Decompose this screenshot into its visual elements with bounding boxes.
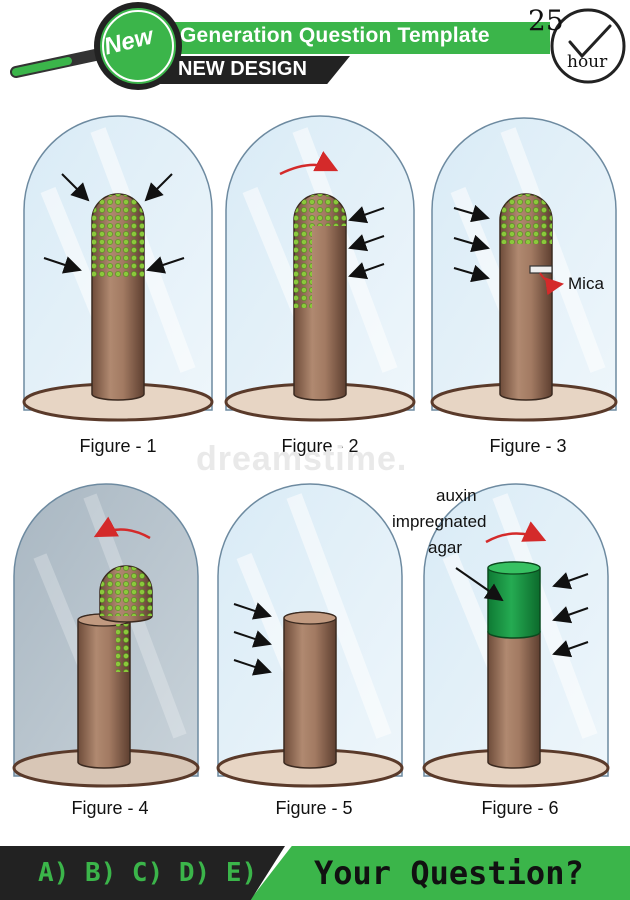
rotation-arrow <box>93 516 151 540</box>
agar-label-line-2: impregnated <box>392 512 487 531</box>
title-banner <box>150 22 550 54</box>
auxin-dots <box>294 194 346 308</box>
figure-caption: Figure - 3 <box>489 436 567 456</box>
answer-options: A) B) C) D) E) <box>38 858 258 888</box>
light-arrows <box>348 206 385 280</box>
figure-2: Figure - 2 <box>220 110 420 470</box>
rotation-arrow <box>485 521 547 544</box>
auxin-dots <box>116 624 130 672</box>
light-arrows <box>552 572 589 658</box>
agar-label-line-3: agar <box>428 538 463 557</box>
clock-icon <box>550 8 626 84</box>
plant-stem <box>91 193 145 401</box>
plant-stem <box>499 193 553 401</box>
page-title: Generation Question Template <box>180 24 490 47</box>
figure-caption: Figure - 5 <box>275 798 353 818</box>
subtitle-banner <box>160 56 350 84</box>
figure-4: Figure - 4 <box>10 476 210 836</box>
figure-1: Figure - 1 <box>18 110 218 470</box>
figure-caption: Figure - 2 <box>281 436 359 456</box>
agar-block <box>487 561 541 639</box>
plant-stem <box>77 613 131 769</box>
question-banner <box>250 846 630 900</box>
plant-stem <box>487 631 541 769</box>
page-subtitle: NEW DESIGN <box>178 58 307 80</box>
figure-caption: Figure - 4 <box>71 798 149 818</box>
figure-5: Figure - 5 <box>214 476 414 836</box>
auxin-dots <box>92 194 144 278</box>
question-prompt: Your Question? <box>314 854 584 892</box>
plant-stem <box>293 193 347 401</box>
figure-6: auxin impregnated agar Figure - 6 <box>392 476 620 836</box>
magnifier-icon <box>10 2 182 90</box>
light-arrows <box>453 204 490 283</box>
agar-label-line-1: auxin <box>436 486 477 505</box>
figure-3: Mica Figure - 3 <box>428 110 628 470</box>
agar-pointer <box>455 567 504 602</box>
rotation-arrow <box>279 151 339 176</box>
clock-unit: hour <box>567 52 608 72</box>
mica-pointer <box>539 272 564 296</box>
mica-label: Mica <box>568 274 604 293</box>
light-arrows <box>43 173 185 274</box>
removed-tip <box>99 565 153 623</box>
light-arrows <box>233 602 272 676</box>
options-banner <box>0 846 285 900</box>
footer: A) B) C) D) E) Your Question? <box>0 846 630 900</box>
auxin-dots <box>500 194 552 244</box>
mica-sheet <box>529 265 553 274</box>
header: Generation Question Template NEW DESIGN … <box>0 0 630 95</box>
clock-number: 25 <box>528 4 564 37</box>
figure-caption: Figure - 6 <box>481 798 559 818</box>
figure-caption: Figure - 1 <box>79 436 157 456</box>
plant-stem <box>283 611 337 769</box>
watermark: dreamstime. <box>196 440 408 478</box>
